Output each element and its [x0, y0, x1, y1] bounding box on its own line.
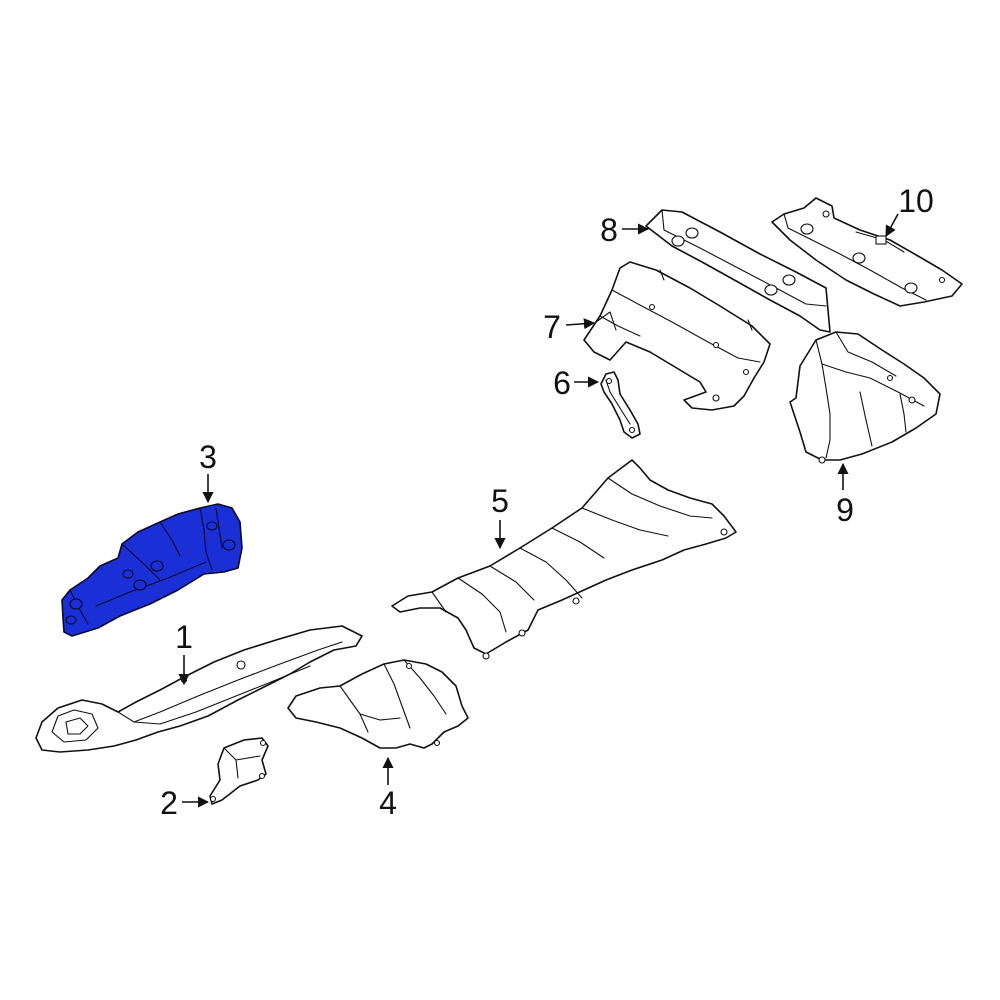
callout-3: 3 — [199, 439, 217, 475]
part-5-tunnel-shield[interactable] — [391, 459, 737, 660]
part-6-strap[interactable] — [600, 371, 641, 439]
callout-4: 4 — [379, 785, 397, 821]
leader-lines — [178, 213, 899, 808]
callout-5: 5 — [491, 483, 509, 519]
leader-10 — [885, 213, 899, 237]
part-4-heat-shield[interactable] — [287, 659, 469, 749]
callout-10: 10 — [898, 183, 934, 219]
part-10-heat-shield[interactable] — [771, 197, 963, 307]
part-1-heat-shield[interactable] — [35, 625, 363, 753]
callout-6: 6 — [553, 365, 571, 401]
callout-2: 2 — [160, 785, 178, 821]
callout-labels: 1 2 3 4 5 6 7 8 9 10 — [160, 183, 934, 821]
part-3-heat-shield[interactable] — [61, 503, 243, 637]
part-9-muffler-shield[interactable] — [789, 331, 941, 464]
callout-1: 1 — [175, 619, 193, 655]
part-8-heat-shield[interactable] — [645, 209, 831, 333]
part-2-bracket[interactable] — [209, 737, 269, 805]
callout-8: 8 — [600, 212, 618, 248]
callout-7: 7 — [543, 309, 561, 345]
callout-9: 9 — [836, 492, 854, 528]
leader-7 — [565, 318, 596, 330]
part-7-heat-shield[interactable] — [583, 261, 771, 411]
